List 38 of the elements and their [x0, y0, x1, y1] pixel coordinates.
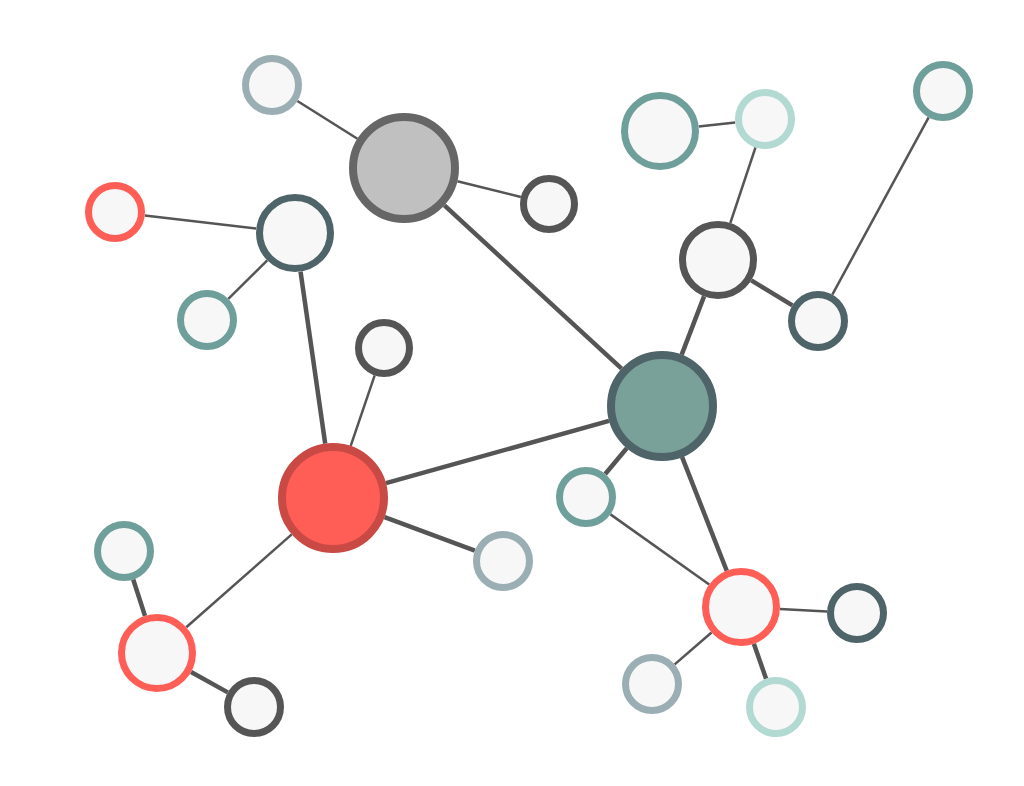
- connector-line: [131, 578, 148, 617]
- circle-node: [735, 89, 795, 149]
- circle-node: [746, 677, 806, 737]
- connector-line: [383, 515, 476, 553]
- connector-line: [190, 670, 229, 695]
- connector-line: [296, 99, 359, 140]
- connector-line: [185, 533, 293, 629]
- connector-line: [385, 418, 610, 486]
- circle-node: [622, 654, 682, 714]
- connector-line: [609, 513, 710, 586]
- circle-node: [520, 175, 578, 233]
- circle-node: [827, 583, 887, 643]
- connector-line: [442, 203, 624, 371]
- connector-line: [698, 121, 736, 128]
- connector-line: [831, 116, 930, 296]
- circle-node: [788, 291, 848, 351]
- circle-node: [85, 182, 145, 242]
- connector-line: [457, 180, 522, 199]
- connector-line: [673, 631, 713, 666]
- circle-node: [556, 467, 616, 527]
- circle-node: [177, 290, 237, 350]
- connector-line: [227, 259, 269, 300]
- circle-node: [913, 61, 973, 121]
- circle-node: [355, 319, 413, 377]
- circle-node: [224, 677, 284, 737]
- connector-line: [680, 456, 729, 572]
- connector-line: [603, 446, 629, 476]
- connector-line: [679, 295, 707, 356]
- connector-line: [779, 607, 828, 613]
- circle-node: [94, 521, 154, 581]
- connector-line: [751, 643, 769, 680]
- circle-node: [242, 55, 302, 115]
- circle-node: [473, 531, 533, 591]
- connector-line: [349, 375, 376, 447]
- connector-line: [298, 271, 328, 444]
- connector-line: [144, 214, 257, 230]
- connector-line: [750, 278, 794, 308]
- connector-line: [729, 147, 757, 224]
